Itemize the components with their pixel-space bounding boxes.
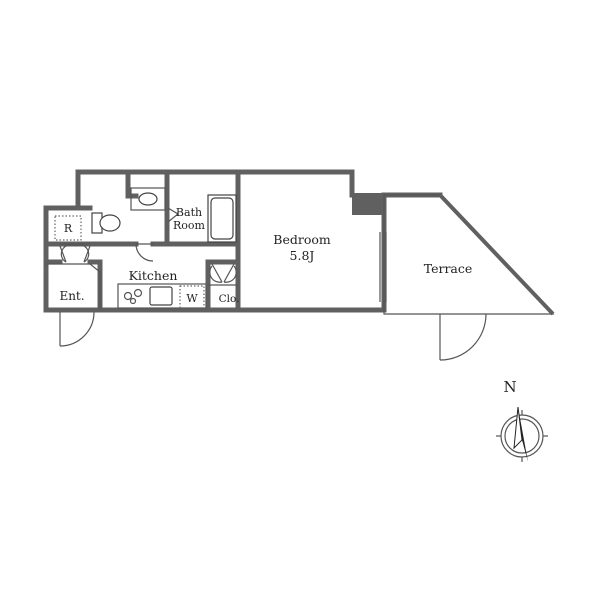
kitchen-counter [117,283,207,309]
toilet-door [135,243,154,262]
terrace-label: Terrace [424,261,473,276]
washbasin [130,187,166,211]
compass-inner-ring [504,418,540,454]
terrace-outline [379,193,555,316]
bathtub [207,194,237,243]
refrigerator-label: R [64,222,73,235]
terrace-door [439,313,487,361]
entrance-door [59,311,95,347]
washer-label: W [186,292,198,305]
toilet [91,212,121,234]
entrance-label: Ent. [59,289,84,303]
closet-label: Clo. [219,293,240,305]
washing-machine-space [179,285,205,309]
entrance-step [46,263,101,310]
structural-column [352,193,384,215]
closet-doors [209,263,237,283]
shoe-cabinet-doors [59,243,91,263]
refrigerator [54,215,82,241]
north-compass: N [496,378,548,462]
compass-north-label: N [503,378,516,396]
bedroom-size: 5.8J [290,248,315,263]
bath-label-line1: Bath [176,206,202,219]
bedroom-label: Bedroom [273,232,331,247]
kitchen-label: Kitchen [129,268,178,283]
compass-needle-icon [518,407,528,462]
bath-label-line2: Room [173,219,206,232]
bath-door [167,207,180,223]
exterior-walls [43,169,443,313]
